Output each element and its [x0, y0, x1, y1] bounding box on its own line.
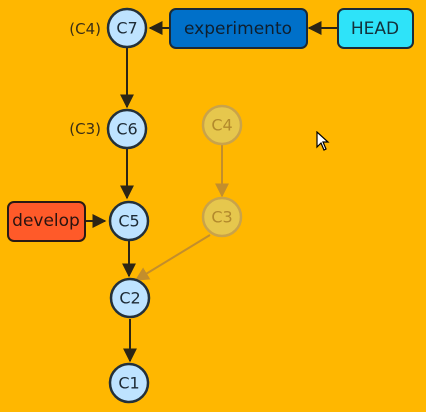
mouse-cursor-icon: [316, 131, 330, 151]
commit-c1: C1: [108, 362, 150, 404]
commit-c6-label: C6: [116, 120, 137, 139]
commit-c1-label: C1: [118, 374, 139, 393]
edge-c3-to-c2: [134, 234, 211, 281]
commit-c5-label: C5: [118, 212, 139, 231]
head-ref: HEAD: [337, 8, 414, 49]
branch-develop: develop: [7, 201, 86, 242]
commit-c3-ghost: C3: [201, 196, 243, 238]
commit-c4-ghost: C4: [201, 104, 243, 146]
branch-experimento-label: experimento: [184, 19, 292, 39]
commit-c4-ghost-label: C4: [211, 116, 232, 135]
commit-c7: C7: [106, 7, 148, 49]
head-ref-label: HEAD: [351, 19, 399, 39]
commit-c2: C2: [109, 277, 151, 319]
commit-c5: C5: [108, 200, 150, 242]
commit-c3-ghost-label: C3: [211, 208, 232, 227]
original-marker-c7: (C4): [69, 20, 101, 38]
branch-experimento: experimento: [169, 8, 308, 49]
commit-c6: C6: [106, 108, 148, 150]
commit-c7-label: C7: [116, 19, 137, 38]
commit-c2-label: C2: [119, 289, 140, 308]
branch-develop-label: develop: [12, 211, 80, 231]
original-marker-c6: (C3): [69, 120, 101, 138]
